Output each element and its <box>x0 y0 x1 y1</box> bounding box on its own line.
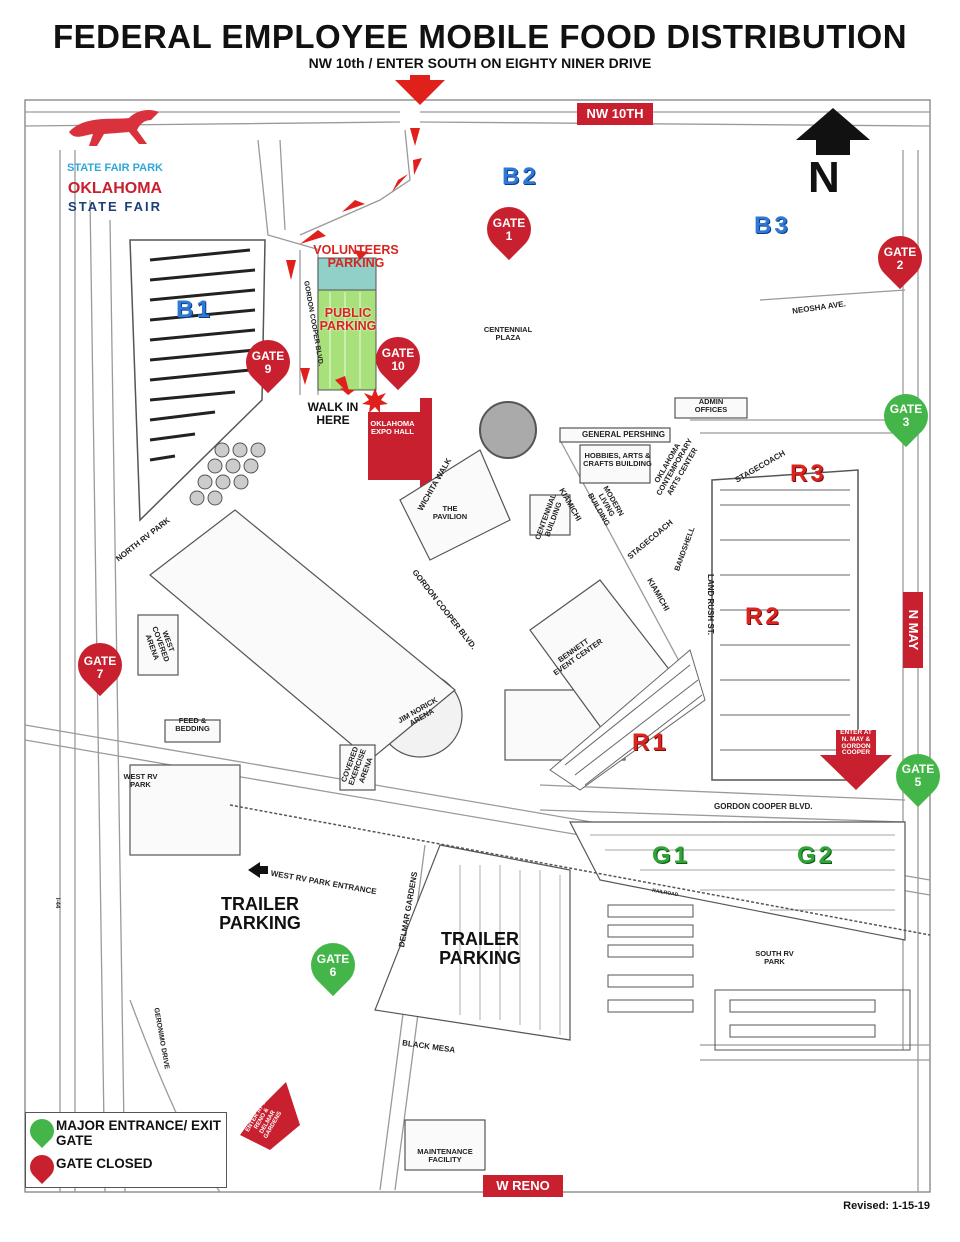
legend-open-gate-icon <box>25 1114 59 1148</box>
walk-in-star-icon <box>362 388 388 413</box>
zone-g1: G1 <box>652 842 691 869</box>
public-parking-label: PUBLIC PARKING <box>319 306 377 334</box>
pavilion-label: THE PAVILION <box>432 504 468 522</box>
nmay-label: N MAY <box>906 609 921 651</box>
arena-dome <box>479 401 537 459</box>
west-rv-park-label: WEST RV PARK <box>123 772 158 790</box>
logo-state-fair: STATE FAIR <box>68 199 162 214</box>
volunteers-parking-lot <box>317 257 377 291</box>
centennial-plaza-label: CENTENNIAL PLAZA <box>483 325 533 343</box>
railroad-line <box>229 804 931 936</box>
feed-bedding-label: FEED & BEDDING <box>175 716 210 734</box>
zone-g2: G2 <box>797 842 836 869</box>
walk-in-label: WALK IN HERE <box>307 400 359 427</box>
map-frame <box>24 99 931 1193</box>
enter-reno-arrow-icon <box>240 1082 300 1150</box>
north-label: N <box>808 153 840 202</box>
wreno-sign: W RENO <box>483 1175 563 1197</box>
enter-nmay-arrow-icon <box>820 730 892 790</box>
nmay-sign: N MAY <box>903 592 923 668</box>
logo-oklahoma: OKLAHOMA <box>67 180 163 197</box>
logo-state-fair-park: STATE FAIR PARK <box>67 162 163 174</box>
r2-r3-lot <box>711 469 859 781</box>
west-rv-entrance-arrow-icon <box>248 862 268 878</box>
trailer-parking-center-label: TRAILER PARKING <box>439 929 521 968</box>
trailer-parking-left-label: TRAILER PARKING <box>219 894 301 933</box>
state-fair-logo: STATE FAIR PARK OKLAHOMA STATE FAIR <box>45 100 185 220</box>
legend-closed-label: GATE CLOSED <box>56 1156 153 1171</box>
north-arrow-icon <box>796 108 870 155</box>
zone-r2: R2 <box>745 603 782 630</box>
public-parking-lot <box>317 289 377 391</box>
zone-r3: R3 <box>790 460 827 487</box>
street-i44: I-44 <box>54 897 61 909</box>
south-rv-park-label: SOUTH RV PARK <box>755 949 794 967</box>
admin-offices-label: ADMIN OFFICES <box>694 397 728 415</box>
page-subtitle: NW 10th / ENTER SOUTH ON EIGHTY NINER DR… <box>308 55 652 71</box>
enter-nmay-label: ENTER AT N. MAY & GORDON COOPER <box>840 729 872 757</box>
hobbies-label: HOBBIES, ARTS & CRAFTS BUILDING <box>583 451 652 469</box>
legend-open-label: MAJOR ENTRANCE/ EXIT GATE <box>56 1118 222 1148</box>
zone-b1: B1 <box>176 296 213 323</box>
b1-lot <box>129 239 266 522</box>
zone-b3: B3 <box>754 212 791 239</box>
street-land-rush: LAND RUSH ST. <box>705 574 715 635</box>
south-rv-park-lot <box>607 904 911 1051</box>
g-lot <box>569 821 906 941</box>
revised-date: Revised: 1-15-19 <box>843 1200 930 1212</box>
zone-b2: B2 <box>502 163 539 190</box>
maintenance-label: MAINTENANCE FACILITY <box>417 1147 473 1165</box>
zone-r1: R1 <box>632 729 669 756</box>
r1-lot <box>549 649 706 791</box>
trailer-parking-lot <box>374 844 571 1041</box>
entry-arrows <box>286 75 445 395</box>
nw10th-sign: NW 10TH <box>577 103 653 125</box>
horse-icon <box>69 110 159 146</box>
expo-hall-label: OKLAHOMA EXPO HALL <box>370 419 415 436</box>
expo-hall-shape <box>368 398 432 488</box>
street-general-pershing: GENERAL PERSHING <box>582 430 665 439</box>
volunteers-parking-label: VOLUNTEERS PARKING <box>313 243 399 271</box>
map-legend: MAJOR ENTRANCE/ EXIT GATE GATE CLOSED <box>25 1112 227 1188</box>
street-gordon-cooper-bottom: GORDON COOPER BLVD. <box>714 802 813 811</box>
storage-circles <box>189 442 266 506</box>
legend-closed-gate-icon <box>25 1150 59 1184</box>
page-title: FEDERAL EMPLOYEE MOBILE FOOD DISTRIBUTIO… <box>52 18 908 55</box>
